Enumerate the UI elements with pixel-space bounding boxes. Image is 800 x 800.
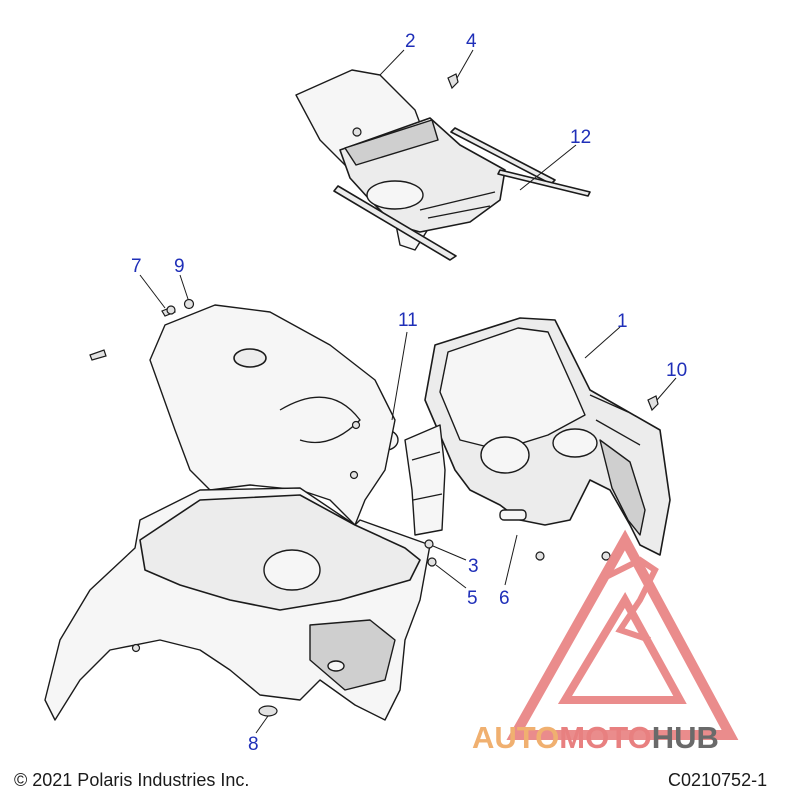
logo-triangle-outer [506,529,739,740]
grommet-5 [427,557,437,567]
bolt-side [89,349,107,361]
callout-2: 2 [405,31,416,52]
callout-10: 10 [666,360,687,381]
logo-triangle-inner [557,591,687,704]
callout-11: 11 [398,310,418,331]
nut-9 [183,298,195,310]
watermark-auto: AUTO [472,720,559,755]
callout-3: 3 [468,556,479,577]
logo-g-mark [598,556,659,643]
callout-6: 6 [499,588,510,609]
watermark-hub: HUB [652,720,719,755]
upper-panel-assembly [295,69,591,261]
watermark-text: AUTOMOTOHUB [472,720,719,755]
front-fender-body [44,304,431,721]
leader-lines [139,49,677,734]
callout-4: 4 [466,31,477,52]
callouts: 1 2 3 4 5 6 7 8 9 10 11 12 [131,31,687,755]
bolt-7 [161,305,176,317]
callout-9: 9 [174,256,185,277]
hardware [89,73,659,717]
push-rivet-4 [447,73,459,90]
plug-8 [258,705,278,717]
diagram-code: C0210752-1 [668,770,767,790]
watermark-moto: MOTO [559,720,651,755]
callout-8: 8 [248,734,259,755]
grommet-3 [424,539,434,549]
callout-7: 7 [131,256,142,277]
svg-text:AUTOMOTOHUB: AUTOMOTOHUB [472,720,719,755]
watermark-logo [506,529,739,740]
callout-1: 1 [617,311,628,332]
callout-5: 5 [467,588,478,609]
callout-12: 12 [570,127,591,148]
copyright-text: © 2021 Polaris Industries Inc. [14,770,249,790]
push-rivet-10 [647,395,659,412]
right-storage-box [424,317,671,556]
